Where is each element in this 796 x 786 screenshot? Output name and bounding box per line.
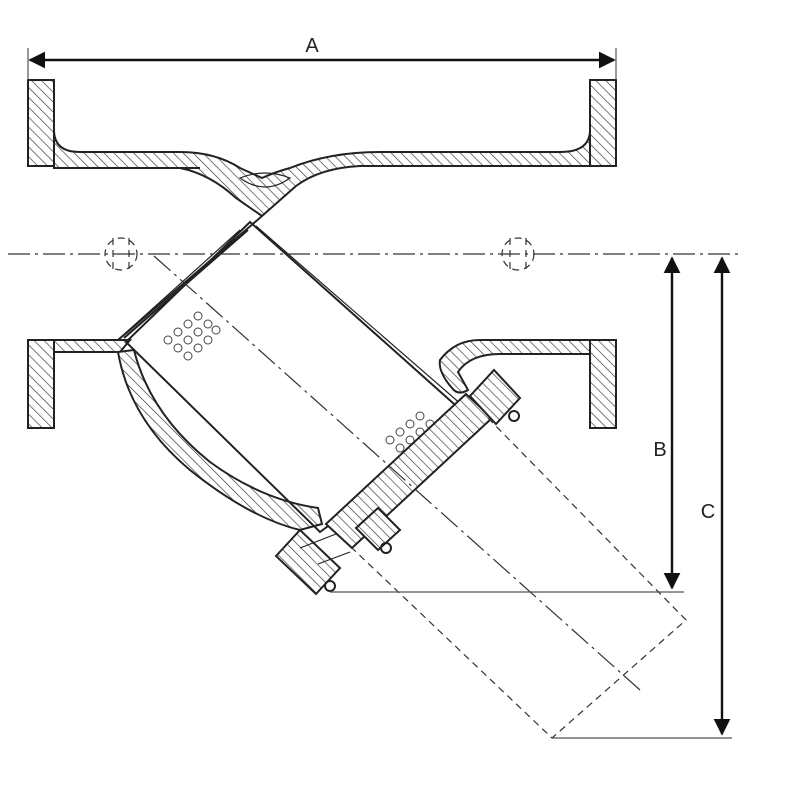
dimension-b: B [330, 256, 684, 593]
screen-perforations-upper [163, 311, 221, 361]
left-flange [27, 79, 55, 429]
screen-removal-envelope [351, 417, 687, 739]
dimension-c-label: C [701, 501, 715, 523]
dimension-a-label: A [305, 35, 319, 57]
pipe-bore [54, 165, 590, 341]
strainer-bowl [116, 215, 324, 532]
strainer-screen [119, 220, 474, 534]
right-flange [589, 79, 617, 429]
upper-body-wall [53, 129, 591, 218]
dimension-c: C [552, 256, 732, 739]
centre-lines [8, 253, 740, 691]
cover-flange [274, 368, 522, 596]
dimension-b-label: B [653, 439, 666, 461]
dimension-a: A [27, 35, 617, 80]
lower-body-wall [53, 339, 591, 394]
